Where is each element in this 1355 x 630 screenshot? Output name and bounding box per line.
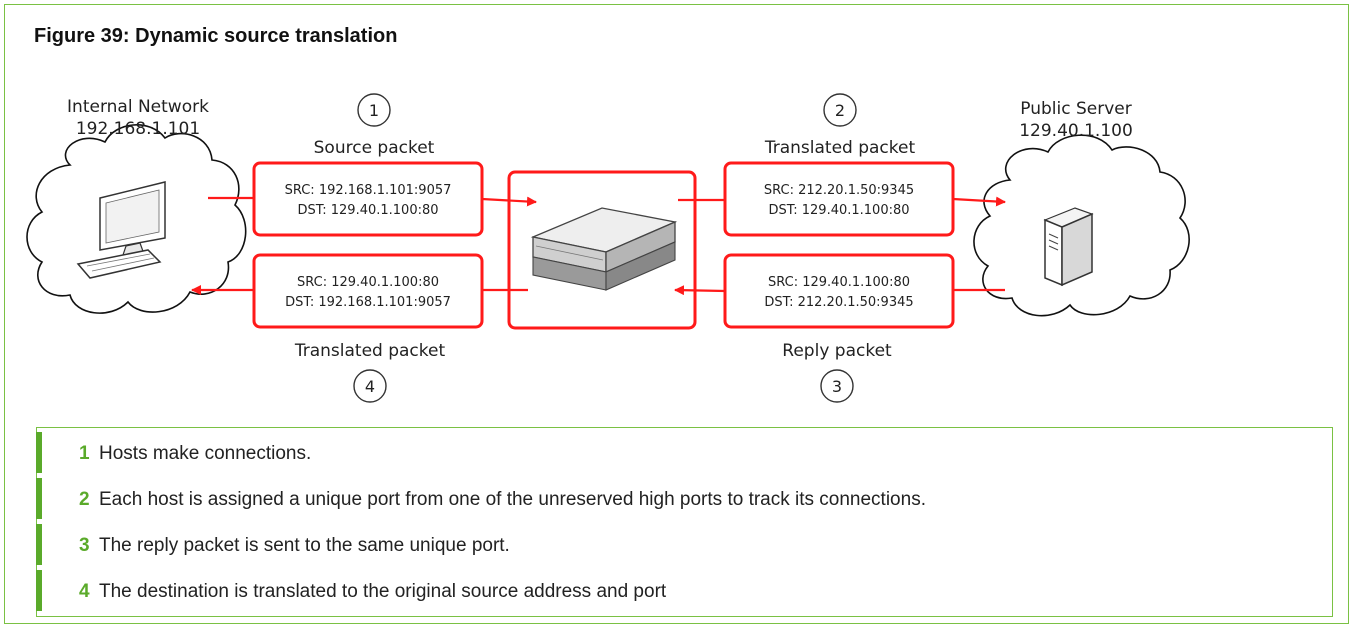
outbound-translated-dst: DST: 129.40.1.100:80 [768,203,909,218]
arrow-packet-3-to-firewall [674,285,726,296]
arrow-packet-2-to-server [952,196,1006,207]
inbound-translated-dst: DST: 192.168.1.101:9057 [285,295,451,310]
legend-box: 1 Hosts make connections. 2 Each host is… [36,427,1333,617]
reply-packet-src: SRC: 129.40.1.100:80 [768,275,910,290]
legend-text: The reply packet is sent to the same uni… [99,535,510,556]
legend-accent-bar [36,478,42,519]
step-2-circle [823,93,857,127]
legend-text: Each host is assigned a unique port from… [99,489,926,510]
source-packet-dst: DST: 129.40.1.100:80 [297,203,438,218]
figure-frame [4,4,1349,624]
reply-packet-dst: DST: 212.20.1.50:9345 [764,295,913,310]
legend-text: The destination is translated to the ori… [99,581,667,602]
legend-number: 3 [79,535,90,556]
inbound-translated-src: SRC: 129.40.1.100:80 [297,275,439,290]
legend-number: 2 [79,489,90,510]
step-1-label: Source packet [314,138,435,158]
legend-number: 4 [79,581,90,602]
legend-item: 1 Hosts make connections. [36,432,1332,473]
step-2-number: 2 [835,101,845,120]
step-4-label: Translated packet [294,341,446,361]
figure-title: Figure 39: Dynamic source translation [34,25,398,47]
reply-packet-box [723,253,955,329]
public-server-label: Public Server [1020,99,1131,119]
legend-accent-bar [36,524,42,565]
legend-accent-bar [36,570,42,611]
step-3-label: Reply packet [782,341,892,361]
outbound-translated-src: SRC: 212.20.1.50:9345 [764,183,914,198]
inbound-translated-packet-box [252,253,484,329]
legend-number: 1 [79,443,90,464]
step-1-number: 1 [369,101,379,120]
source-packet-box [252,161,484,237]
outbound-translated-packet-box [723,161,955,237]
legend-text: Hosts make connections. [99,443,312,464]
step-2-label: Translated packet [764,138,916,158]
step-3-circle [820,369,854,403]
legend-item: 3 The reply packet is sent to the same u… [36,524,1332,565]
legend-accent-bar [36,432,42,473]
firewall-appliance-icon [530,207,678,291]
public-server-ip: 129.40.1.100 [1019,121,1133,141]
step-1-circle [357,93,391,127]
step-3-number: 3 [832,377,842,396]
nat-diagram: Internal Network 192.168.1.101 Public Se… [26,93,1190,403]
desktop-computer-icon [76,181,166,279]
legend-item: 4 The destination is translated to the o… [36,570,1332,611]
step-4-circle [353,369,387,403]
step-4-number: 4 [365,377,375,396]
legend-item: 2 Each host is assigned a unique port fr… [36,478,1332,519]
arrow-packet-1-to-firewall [481,196,537,207]
internal-network-ip: 192.168.1.101 [76,119,200,139]
tower-server-icon [1043,207,1094,287]
internal-network-label: Internal Network [67,97,209,117]
source-packet-src: SRC: 192.168.1.101:9057 [285,183,452,198]
